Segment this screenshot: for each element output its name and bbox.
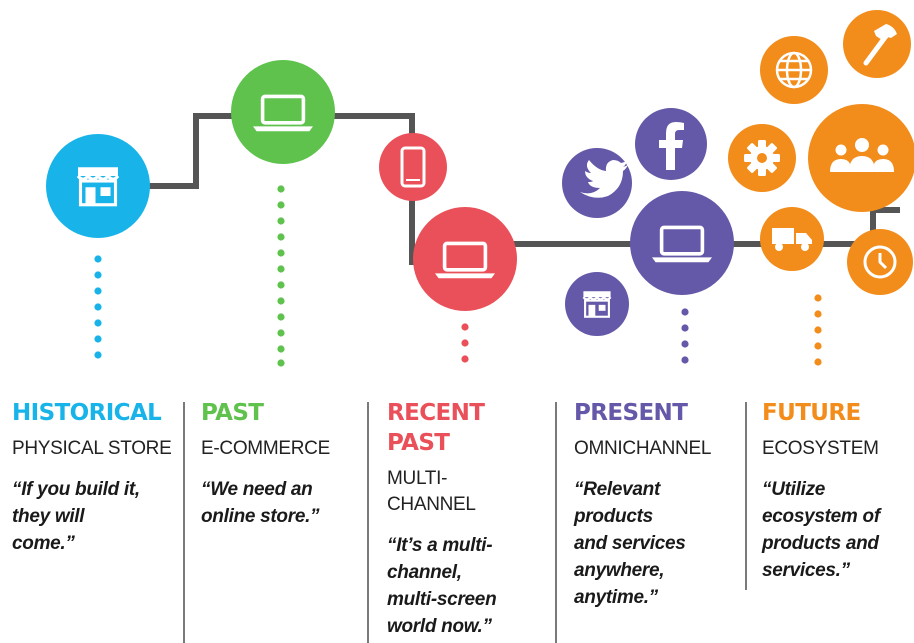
era-quote: “It’s a multi- channel, multi-screen wor… <box>387 535 497 637</box>
hammer-icon <box>863 24 897 66</box>
recent-past-column: RECENT PAST MULTI- CHANNEL “It’s a multi… <box>387 398 551 640</box>
era-title: PRESENT <box>574 400 688 426</box>
historical-column: HISTORICAL PHYSICAL STORE “If you build … <box>12 398 180 557</box>
present-twitter-node <box>562 148 632 218</box>
past-column: PAST E-COMMERCE “We need an online store… <box>201 398 363 530</box>
era-subtitle: ECOSYSTEM <box>762 438 879 459</box>
recent-past-dots <box>461 323 469 363</box>
gear-icon <box>744 140 780 176</box>
mobile-phone-icon <box>400 146 426 188</box>
column-separator <box>183 402 185 643</box>
facebook-icon <box>659 122 684 170</box>
people-icon <box>830 138 894 172</box>
future-people-node <box>808 104 914 212</box>
era-quote: “Utilize ecosystem of products and servi… <box>762 479 880 581</box>
era-quote: “If you build it, they will come.” <box>12 479 140 554</box>
past-dots <box>277 185 285 367</box>
era-subtitle: PHYSICAL STORE <box>12 438 172 459</box>
historical-node <box>46 134 150 238</box>
past-node <box>231 60 335 164</box>
column-separator <box>745 402 747 590</box>
present-store-node <box>565 272 629 336</box>
future-truck-node <box>760 207 824 271</box>
column-separator <box>555 402 557 643</box>
era-quote: “Relevant products and services anywhere… <box>574 479 686 608</box>
historical-dots <box>94 255 102 359</box>
present-node <box>630 191 734 295</box>
future-column: FUTURE ECOSYSTEM “Utilize ecosystem of p… <box>762 398 910 584</box>
era-title: HISTORICAL <box>12 400 162 426</box>
present-facebook-node <box>635 108 707 180</box>
era-quote: “We need an online store.” <box>201 479 320 527</box>
future-dots <box>814 294 822 366</box>
era-title: RECENT PAST <box>387 400 485 456</box>
era-title: FUTURE <box>762 400 861 426</box>
era-subtitle: E-COMMERCE <box>201 438 330 459</box>
future-globe-node <box>760 36 828 104</box>
delivery-truck-icon <box>772 228 812 251</box>
era-subtitle: MULTI- CHANNEL <box>387 468 476 515</box>
clock-icon <box>863 245 897 279</box>
twitter-icon <box>580 160 628 198</box>
recent-past-phone-node <box>379 133 447 201</box>
future-gear-node <box>728 124 796 192</box>
future-hammer-node <box>843 10 911 78</box>
column-separator <box>367 402 369 643</box>
present-dots <box>681 308 689 364</box>
globe-icon <box>775 51 813 89</box>
era-subtitle: OMNICHANNEL <box>574 438 712 459</box>
era-title: PAST <box>201 400 264 426</box>
future-clock-node <box>847 229 913 295</box>
recent-past-node <box>413 207 517 311</box>
present-column: PRESENT OMNICHANNEL “Relevant products a… <box>574 398 742 611</box>
timeline-diagram <box>46 10 914 367</box>
